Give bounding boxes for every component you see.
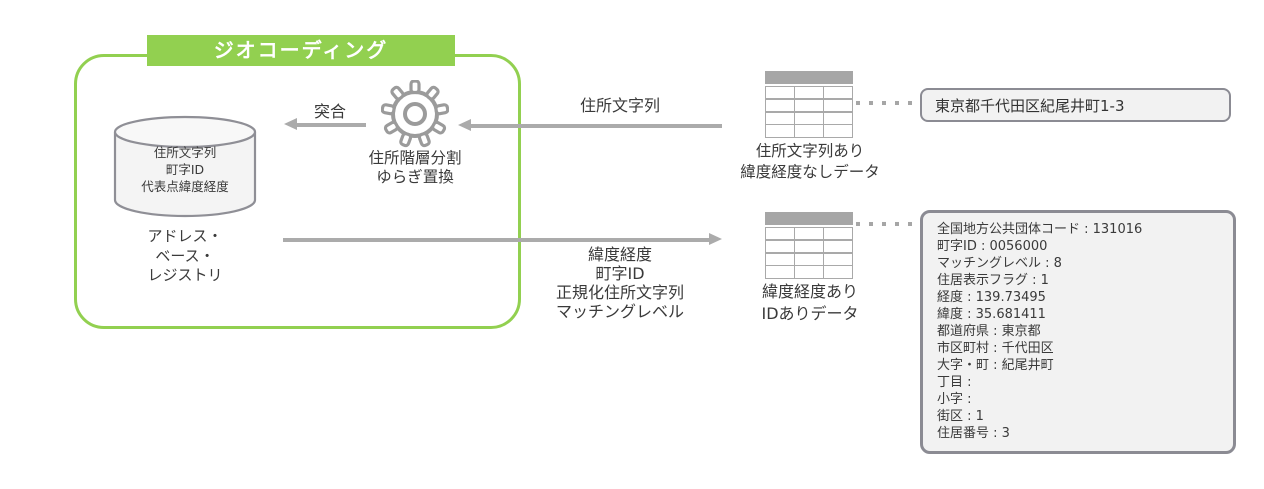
record-line: 市区町村 : 千代田区 xyxy=(937,341,1054,356)
database-icon xyxy=(113,115,257,218)
caption-line: 緯度経度あり xyxy=(761,282,858,301)
sample-address-text: 東京都千代田区紀尾井町1-3 xyxy=(935,96,1125,115)
gear-icon xyxy=(381,80,449,148)
input-table-caption: 住所文字列あり 緯度経度なしデータ xyxy=(728,141,892,183)
process-step-label: 住所階層分割 ゆらぎ置換 xyxy=(340,149,490,187)
record-line: 緯度 : 35.681411 xyxy=(937,307,1046,322)
diagram-title: ジオコーディング xyxy=(147,35,455,66)
table-header-row xyxy=(765,212,853,225)
record-line: 大字・町 : 紀尾井町 xyxy=(937,358,1054,373)
sample-address-box: 東京都千代田区紀尾井町1-3 xyxy=(920,88,1231,122)
database-contents-label: 住所文字列 町字ID 代表点緯度経度 xyxy=(113,144,257,195)
arrow-registry-to-output xyxy=(283,233,722,245)
input-table-icon xyxy=(765,71,853,138)
db-line: 住所文字列 xyxy=(153,145,217,160)
abr-line: レジストリ xyxy=(147,266,223,284)
output-arrow-line: 緯度経度 xyxy=(587,245,652,264)
record-line: 小字 : xyxy=(937,392,972,407)
record-line: 丁目 : xyxy=(937,375,972,390)
input-arrow-label: 住所文字列 xyxy=(579,96,660,115)
arrow-input-to-gear xyxy=(458,119,722,131)
table-body xyxy=(765,86,853,138)
table-body xyxy=(765,227,853,279)
output-arrow-line: 町字ID xyxy=(595,264,645,283)
record-line: 経度 : 139.73495 xyxy=(937,290,1046,305)
record-line: 住居番号 : 3 xyxy=(937,426,1010,441)
record-line: 都道府県 : 東京都 xyxy=(937,324,1041,339)
dotted-connector xyxy=(856,101,918,105)
caption-line: 住所文字列あり xyxy=(755,142,865,160)
output-arrow-label: 緯度経度 町字ID 正規化住所文字列 マッチングレベル xyxy=(535,245,705,321)
record-line: 街区 : 1 xyxy=(937,409,984,424)
match-label: 突合 xyxy=(313,102,346,121)
table-header-row xyxy=(765,71,853,84)
output-arrow-line: マッチングレベル xyxy=(555,302,684,321)
db-line: 代表点緯度経度 xyxy=(141,179,229,194)
arrow-gear-to-database xyxy=(284,118,366,130)
output-record-box: 全国地方公共団体コード : 131016 町字ID : 0056000 マッチン… xyxy=(920,210,1236,454)
record-line: 住居表示フラグ : 1 xyxy=(937,273,1049,288)
output-table-caption: 緯度経度あり IDありデータ xyxy=(728,281,892,324)
caption-line: IDありデータ xyxy=(761,303,859,323)
output-table-icon xyxy=(765,212,853,279)
caption-line: 緯度経度なしデータ xyxy=(740,163,880,181)
address-base-registry-label: アドレス・ ベース・ レジストリ xyxy=(113,227,257,286)
record-line: 全国地方公共団体コード : 131016 xyxy=(937,222,1143,237)
record-line: マッチングレベル : 8 xyxy=(937,256,1062,271)
abr-line: ベース・ xyxy=(155,246,215,265)
db-line: 町字ID xyxy=(165,162,205,177)
abr-line: アドレス・ xyxy=(147,227,223,245)
dotted-connector xyxy=(856,222,918,226)
record-line: 町字ID : 0056000 xyxy=(937,239,1048,254)
process-line: ゆらぎ置換 xyxy=(376,168,454,186)
process-line: 住所階層分割 xyxy=(368,149,462,167)
output-arrow-line: 正規化住所文字列 xyxy=(555,283,684,302)
